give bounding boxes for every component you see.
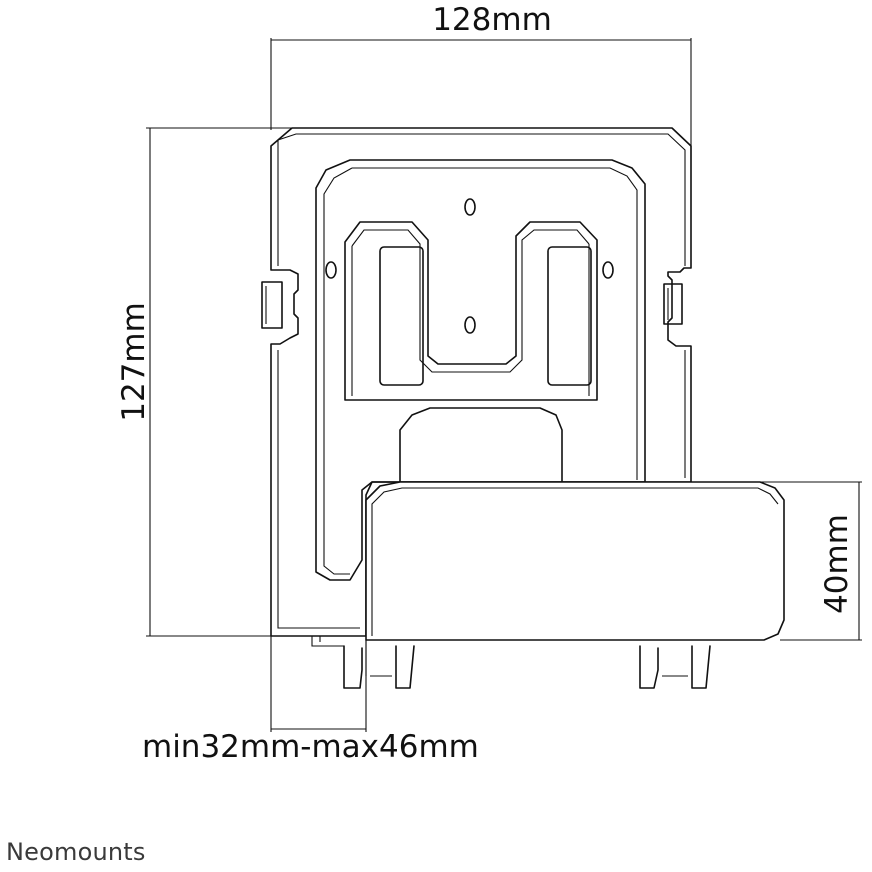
back-plate	[261, 127, 692, 637]
depth-label: 40mm	[819, 514, 855, 614]
width-dimension: 128mm	[270, 2, 692, 160]
mounting-holes	[325, 198, 614, 334]
height-dimension: 127mm	[116, 127, 300, 637]
brand-logo: Neomounts	[6, 838, 146, 866]
height-label: 127mm	[116, 302, 152, 422]
bottom-clips	[311, 636, 711, 689]
gap-label: min32mm-max46mm	[142, 729, 479, 765]
depth-dimension: 40mm	[760, 481, 862, 641]
gap-dimension: min32mm-max46mm	[142, 636, 479, 765]
center-strap	[344, 221, 598, 483]
width-label: 128mm	[432, 2, 552, 38]
recessed-panel	[315, 159, 646, 581]
front-cradle	[365, 481, 785, 641]
